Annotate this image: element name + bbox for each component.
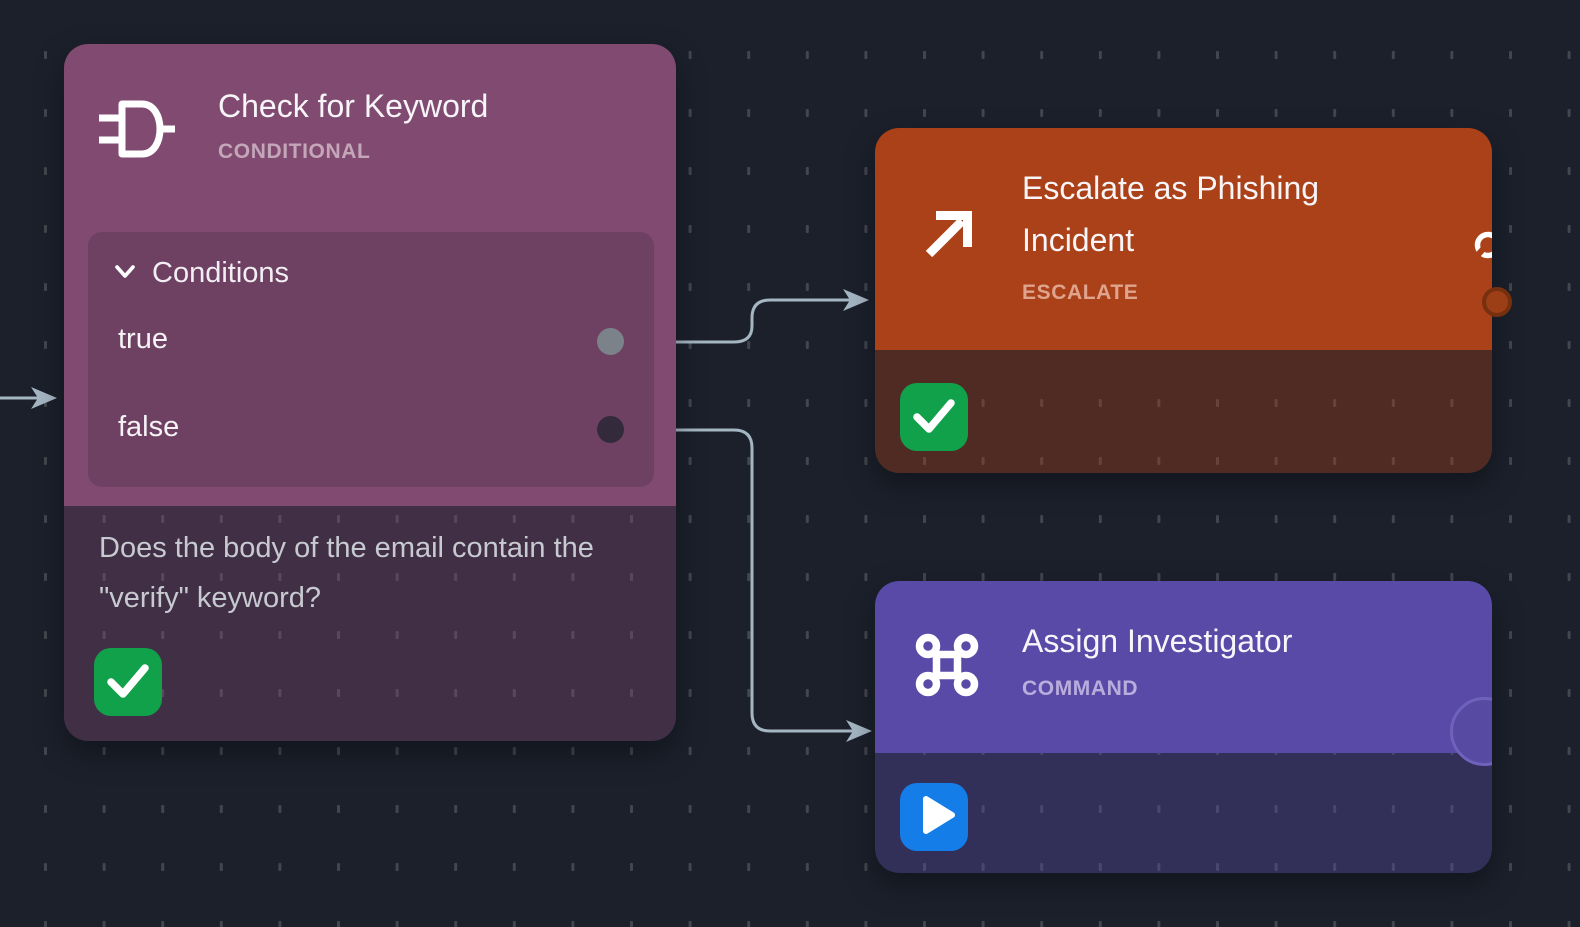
branch-label-true: true [118, 323, 168, 355]
chevron-down-icon[interactable] [110, 256, 140, 291]
conditions-panel: Conditions true false [88, 232, 654, 487]
edge-true-to-escalate [611, 289, 869, 344]
conditions-label: Conditions [152, 257, 290, 289]
check-icon [900, 381, 968, 454]
node-type-label: COMMAND [1022, 677, 1139, 700]
arrowhead-icon [846, 720, 872, 742]
node-description: Does the body of the email contain the "… [99, 532, 594, 614]
play-icon [900, 781, 968, 854]
status-badge-run[interactable] [900, 783, 968, 851]
arrow-up-right-icon [917, 204, 979, 271]
branch-label-false: false [118, 411, 180, 443]
node-conditional-body: Check for Keyword CONDITIONAL Conditions… [64, 44, 676, 506]
node-conditional[interactable]: Check for Keyword CONDITIONAL Conditions… [64, 44, 676, 741]
arrowhead-icon [31, 387, 57, 409]
node-conditional-footer: Does the body of the email contain the "… [64, 506, 676, 741]
node-command-footer [875, 753, 1492, 873]
arrowhead-icon [843, 289, 869, 311]
logic-gate-icon [96, 97, 178, 166]
status-badge-success[interactable] [900, 383, 968, 451]
command-icon [915, 633, 979, 702]
node-type-label: CONDITIONAL [218, 140, 371, 163]
node-title: Check for Keyword [218, 88, 489, 124]
status-badge-success[interactable] [94, 648, 162, 716]
connection-handle[interactable] [1450, 697, 1492, 766]
node-escalate[interactable]: Escalate as Phishing Incident ESCALATE [875, 128, 1492, 473]
node-escalate-body: Escalate as Phishing Incident ESCALATE [875, 128, 1492, 350]
edge-incoming [0, 387, 57, 409]
node-title: Escalate as Phishing Incident [1022, 170, 1320, 258]
node-escalate-footer [875, 350, 1492, 473]
status-icon [1472, 230, 1492, 265]
port-false-output[interactable] [597, 416, 624, 443]
edge-false-to-command [611, 428, 872, 742]
check-icon [94, 646, 162, 719]
node-command[interactable]: Assign Investigator COMMAND [875, 581, 1492, 873]
port-true-output[interactable] [597, 328, 624, 355]
port-escalate-output[interactable] [1482, 287, 1512, 317]
node-type-label: ESCALATE [1022, 281, 1139, 304]
node-title: Assign Investigator [1022, 623, 1293, 659]
node-command-body: Assign Investigator COMMAND [875, 581, 1492, 753]
